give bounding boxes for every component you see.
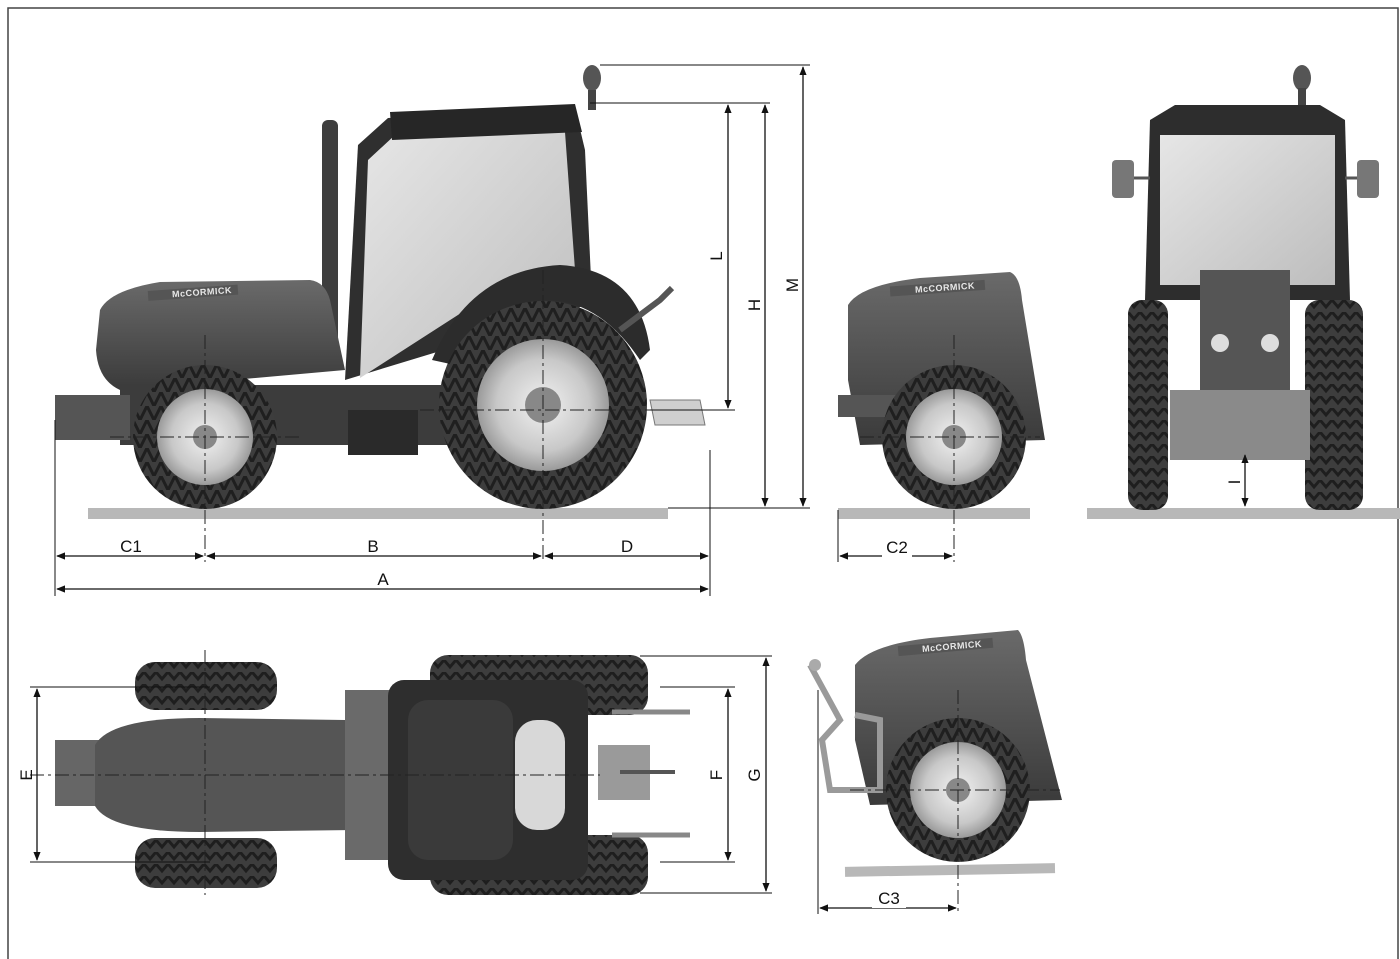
front-view: I — [1087, 65, 1400, 519]
dim-label-c2: C2 — [886, 538, 908, 557]
dim-label-l: L — [707, 251, 726, 260]
side-view: McCORMICK — [54, 64, 810, 596]
dim-label-m: M — [783, 278, 802, 292]
front-hitch-detail-view: McCORMICK C3 — [807, 630, 1062, 914]
dim-label-f: F — [707, 770, 726, 780]
sheet-border — [7, 7, 1399, 959]
dim-label-h: H — [745, 299, 764, 311]
dim-label-a: A — [377, 570, 389, 589]
dim-label-g: G — [745, 768, 764, 781]
brand-logo-c2: McCORMICK — [915, 281, 976, 295]
dim-label-i: I — [1225, 480, 1244, 485]
dim-label-c1: C1 — [120, 537, 142, 556]
front-detail-view: McCORMICK C2 — [837, 272, 1045, 562]
dim-label-c3: C3 — [878, 889, 900, 908]
dim-label-d: D — [621, 537, 633, 556]
dim-label-e: E — [17, 769, 36, 780]
dim-label-b: B — [367, 537, 378, 556]
top-view: E F G — [17, 650, 772, 895]
brand-logo-side: McCORMICK — [172, 285, 233, 299]
ground-side — [88, 508, 668, 519]
